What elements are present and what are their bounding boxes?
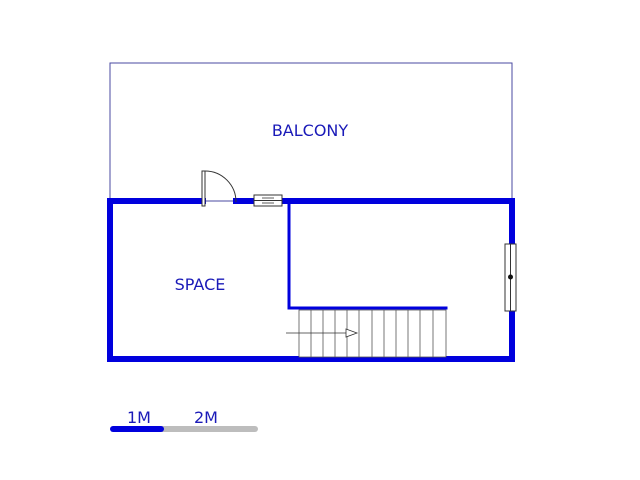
scale-label-2m: 2M <box>194 408 218 427</box>
room-label-space: SPACE <box>175 275 226 294</box>
door-swing-icon <box>201 170 237 207</box>
window-icon <box>253 194 283 207</box>
room-label-balcony: BALCONY <box>272 121 349 140</box>
walls <box>107 198 515 362</box>
scale-label-1m: 1M <box>127 408 151 427</box>
window-icon <box>504 243 517 312</box>
staircase-icon <box>286 309 447 358</box>
scale-bar: 1M 2M <box>110 408 258 432</box>
